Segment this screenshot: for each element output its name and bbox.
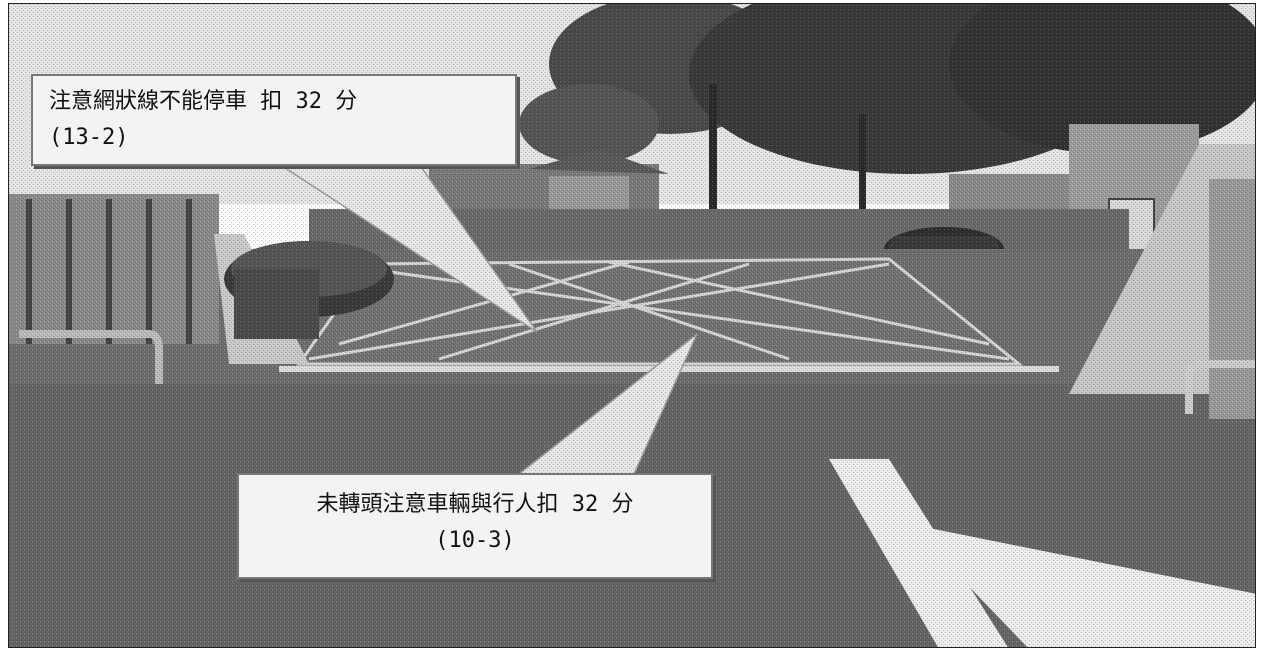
callout-netting-lines-code: (13-2) [49, 125, 129, 150]
callout-turn-head: 未轉頭注意車輛與行人扣 32 分 (10-3) [237, 473, 713, 579]
callout-netting-lines-title: 注意網狀線不能停車 扣 32 分 [49, 89, 358, 114]
callout-turn-head-title: 未轉頭注意車輛與行人扣 32 分 [316, 492, 634, 517]
road-photo: 注意網狀線不能停車 扣 32 分 (13-2) 未轉頭注意車輛與行人扣 32 分… [8, 3, 1256, 648]
callout-netting-lines: 注意網狀線不能停車 扣 32 分 (13-2) [31, 74, 517, 166]
callout-turn-head-code: (10-3) [435, 528, 515, 553]
